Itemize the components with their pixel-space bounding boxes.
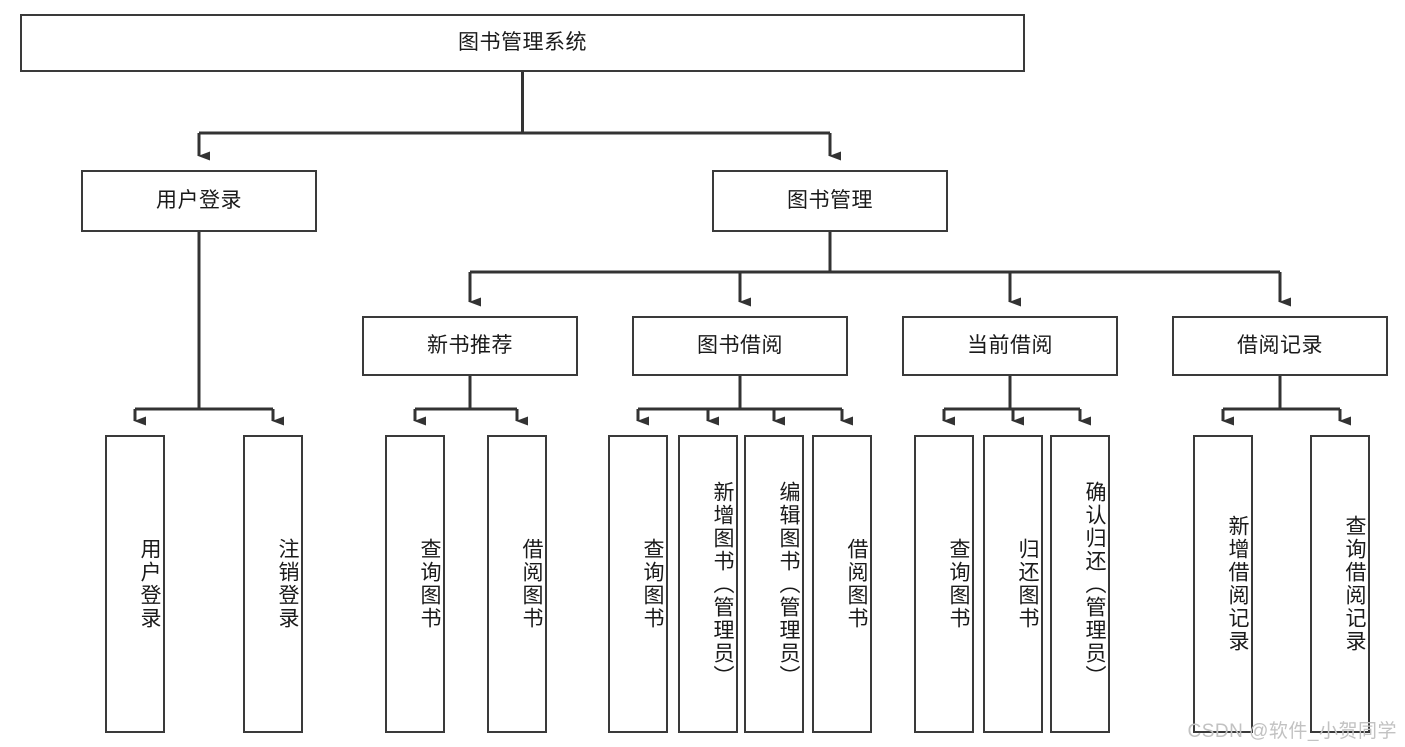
node-borrow-record[interactable]: 借阅记录 (1172, 316, 1388, 376)
node-user-login[interactable]: 用户登录 (81, 170, 317, 232)
node-current-borrow-label: 当前借阅 (967, 333, 1053, 357)
node-borrow-record-label: 借阅记录 (1237, 333, 1323, 357)
leaf-confirm-return-admin[interactable]: 确认归还（管理员） (1050, 435, 1110, 733)
leaf-edit-book-admin-label: 编辑图书（管理员） (777, 480, 800, 688)
leaf-add-book-admin[interactable]: 新增图书（管理员） (678, 435, 738, 733)
node-user-login-label: 用户登录 (156, 188, 242, 212)
node-new-book-recommend[interactable]: 新书推荐 (362, 316, 578, 376)
leaf-borrow-book[interactable]: 借阅图书 (812, 435, 872, 733)
leaf-borrow-book-recommend-label: 借阅图书 (520, 538, 543, 630)
leaf-return-book[interactable]: 归还图书 (983, 435, 1043, 733)
node-book-management-label: 图书管理 (787, 188, 873, 212)
leaf-query-book-current-label: 查询图书 (947, 538, 970, 630)
leaf-query-book-borrow[interactable]: 查询图书 (608, 435, 668, 733)
leaf-logout[interactable]: 注销登录 (243, 435, 303, 733)
leaf-borrow-book-label: 借阅图书 (845, 538, 868, 630)
leaf-edit-book-admin[interactable]: 编辑图书（管理员） (744, 435, 804, 733)
leaf-add-book-admin-label: 新增图书（管理员） (711, 480, 734, 688)
node-new-book-recommend-label: 新书推荐 (427, 333, 513, 357)
node-current-borrow[interactable]: 当前借阅 (902, 316, 1118, 376)
leaf-query-book-borrow-label: 查询图书 (641, 538, 664, 630)
leaf-query-borrow-record-label: 查询借阅记录 (1343, 515, 1366, 653)
leaf-user-login[interactable]: 用户登录 (105, 435, 165, 733)
leaf-return-book-label: 归还图书 (1016, 538, 1039, 630)
leaf-query-borrow-record[interactable]: 查询借阅记录 (1310, 435, 1370, 733)
node-root-label: 图书管理系统 (458, 30, 587, 54)
leaf-borrow-book-recommend[interactable]: 借阅图书 (487, 435, 547, 733)
leaf-query-book-recommend[interactable]: 查询图书 (385, 435, 445, 733)
leaf-logout-label: 注销登录 (276, 538, 299, 630)
node-book-borrow[interactable]: 图书借阅 (632, 316, 848, 376)
leaf-add-borrow-record[interactable]: 新增借阅记录 (1193, 435, 1253, 733)
leaf-query-book-current[interactable]: 查询图书 (914, 435, 974, 733)
leaf-user-login-label: 用户登录 (138, 538, 161, 630)
node-book-borrow-label: 图书借阅 (697, 333, 783, 357)
node-root[interactable]: 图书管理系统 (20, 14, 1025, 72)
node-book-management[interactable]: 图书管理 (712, 170, 948, 232)
leaf-confirm-return-admin-label: 确认归还（管理员） (1083, 480, 1106, 688)
watermark: CSDN @软件_小贺同学 (1187, 721, 1397, 742)
leaf-query-book-recommend-label: 查询图书 (418, 538, 441, 630)
leaf-add-borrow-record-label: 新增借阅记录 (1226, 515, 1249, 653)
